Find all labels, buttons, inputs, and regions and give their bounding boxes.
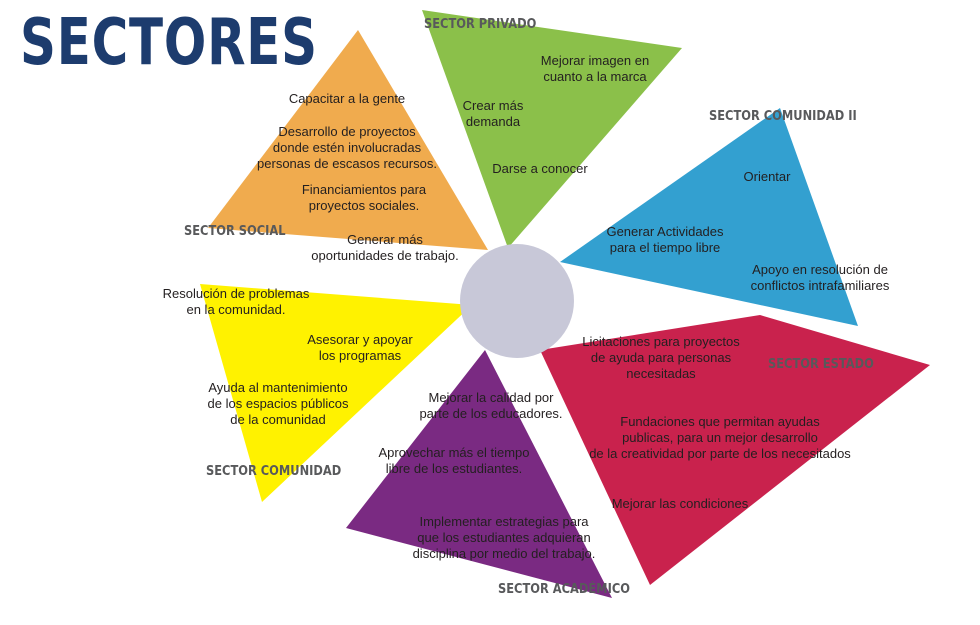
sector-social-item: Capacitar a la gente	[288, 91, 406, 106]
sector-academico-triangle	[346, 350, 612, 598]
sector-estado-triangle	[540, 315, 930, 585]
sector-estado-label: SECTOR ESTADO	[768, 357, 874, 372]
center-hub-circle	[460, 244, 574, 358]
sector-social-triangle	[208, 30, 488, 250]
page-title: SECTORES	[20, 6, 318, 80]
sector-comunidad-ii-item: Generar Actividades para el tiempo libre	[606, 224, 724, 255]
sector-comunidad-ii-item: Apoyo en resolución de conflictos intraf…	[750, 262, 890, 293]
sector-social-item: Desarrollo de proyectos donde estén invo…	[257, 124, 437, 171]
sector-comunidad-ii-label: SECTOR COMUNIDAD II	[709, 109, 857, 124]
sector-comunidad-item: Asesorar y apoyar los programas	[307, 332, 413, 363]
sector-academico-item: Aprovechar más el tiempo libre de los es…	[378, 445, 530, 476]
sector-social-label: SECTOR SOCIAL	[184, 224, 286, 239]
sector-comunidad-item: Resolución de problemas en la comunidad.	[162, 286, 310, 317]
sector-academico-item: Mejorar la calidad por parte de los educ…	[419, 390, 563, 421]
sector-privado-item: Darse a conocer	[492, 161, 588, 176]
sector-comunidad-item: Ayuda al mantenimiento de los espacios p…	[207, 380, 349, 427]
sector-comunidad-ii-triangle	[560, 108, 858, 326]
sector-estado-item: Fundaciones que permitan ayudas publicas…	[589, 414, 851, 461]
sector-academico-item: Implementar estrategias para que los est…	[412, 514, 596, 561]
sector-comunidad-label: SECTOR COMUNIDAD	[206, 464, 342, 479]
sector-privado-label: SECTOR PRIVADO	[424, 17, 537, 32]
sector-comunidad-ii-item: Orientar	[743, 169, 791, 184]
sector-social-item: Generar más oportunidades de trabajo.	[311, 232, 459, 263]
sector-estado-item: Licitaciones para proyectos de ayuda par…	[582, 334, 740, 381]
sector-privado-item: Crear más demanda	[462, 98, 524, 129]
sector-academico-label: SECTOR ACADÉMICO	[498, 582, 630, 597]
sector-privado-item: Mejorar imagen en cuanto a la marca	[540, 53, 650, 84]
sector-social-item: Financiamientos para proyectos sociales.	[301, 182, 427, 213]
sector-privado-triangle	[422, 10, 682, 248]
sector-comunidad-triangle	[200, 284, 472, 502]
sector-estado-item: Mejorar las condiciones	[611, 496, 749, 511]
